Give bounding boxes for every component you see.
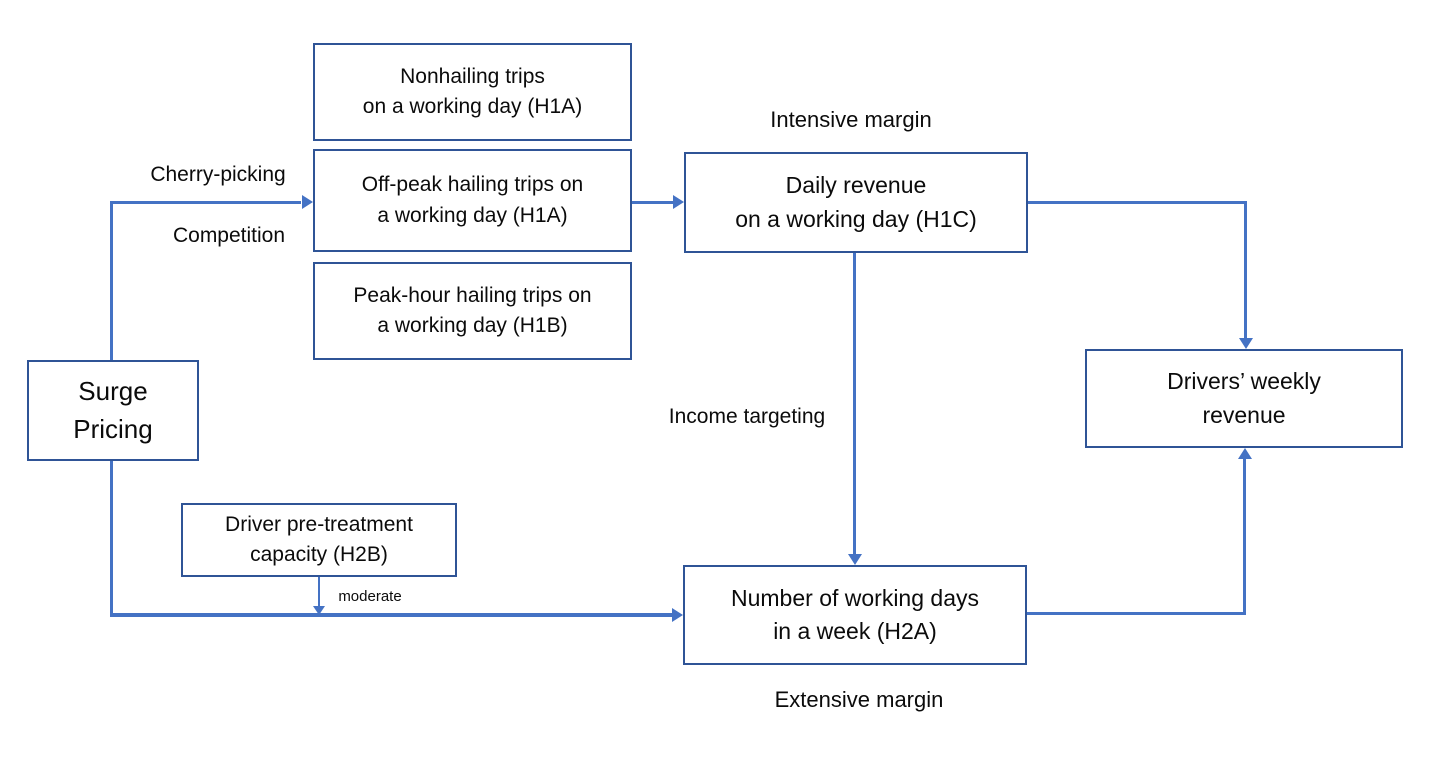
node-peak-hour-hailing-trips: Peak-hour hailing trips on a working day…: [313, 262, 632, 360]
node-nonhailing-trips: Nonhailing trips on a working day (H1A): [313, 43, 632, 141]
node-surge-pricing: Surge Pricing: [27, 360, 199, 461]
arrow-surge-to-offpeak-horizontal: [110, 201, 301, 204]
node-driver-pretreatment-capacity: Driver pre-treatment capacity (H2B): [181, 503, 457, 577]
arrow-workdays-to-weekly-vertical: [1243, 459, 1246, 615]
node-daily-revenue: Daily revenue on a working day (H1C): [684, 152, 1028, 253]
node-offpeak-hailing-trips: Off-peak hailing trips on a working day …: [313, 149, 632, 252]
label-cherry-picking: Cherry-picking: [150, 163, 286, 186]
arrow-daily-to-workdays: [853, 253, 856, 554]
arrowhead-into-workdays-left-icon: [672, 608, 683, 622]
arrow-daily-to-weekly-vertical: [1244, 201, 1247, 338]
arrowhead-into-daily-icon: [673, 195, 684, 209]
arrow-surge-to-workdays-vertical: [110, 461, 113, 616]
node-drivers-weekly-revenue: Drivers’ weekly revenue: [1085, 349, 1403, 448]
node-working-days: Number of working days in a week (H2A): [683, 565, 1027, 665]
arrowhead-into-offpeak-icon: [302, 195, 313, 209]
arrow-daily-to-weekly-horizontal: [1028, 201, 1247, 204]
arrow-surge-to-offpeak-vertical: [110, 201, 113, 360]
arrowhead-into-weekly-bottom-icon: [1238, 448, 1252, 459]
label-competition: Competition: [172, 224, 286, 247]
arrow-offpeak-to-daily: [632, 201, 673, 204]
arrowhead-into-workdays-top-icon: [848, 554, 862, 565]
arrow-surge-to-workdays-horizontal: [110, 613, 672, 617]
label-extensive-margin: Extensive margin: [774, 687, 944, 712]
arrow-workdays-to-weekly-horizontal: [1027, 612, 1246, 615]
label-income-targeting: Income targeting: [668, 405, 826, 428]
arrowhead-into-weekly-top-icon: [1239, 338, 1253, 349]
label-intensive-margin: Intensive margin: [770, 107, 932, 132]
arrow-capacity-moderator: [318, 577, 320, 606]
arrowhead-capacity-moderator-icon: [313, 606, 325, 615]
label-moderate: moderate: [338, 588, 402, 605]
